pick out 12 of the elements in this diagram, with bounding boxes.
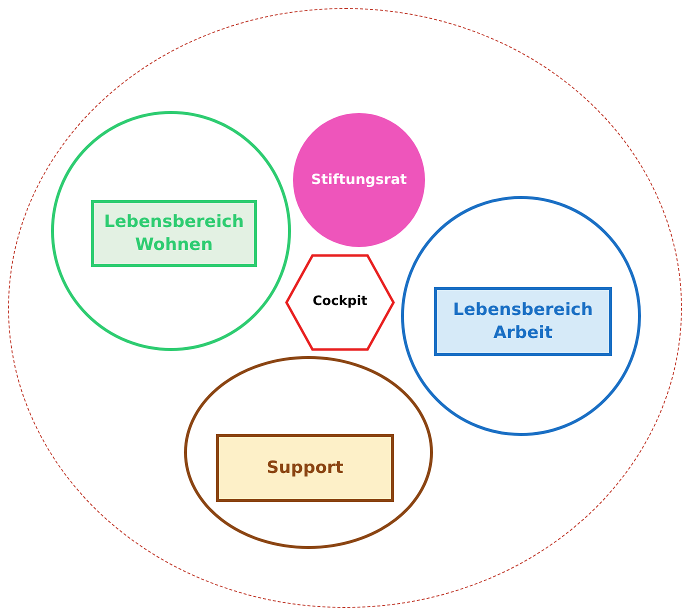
circle-label: Stiftungsrat xyxy=(311,170,407,190)
region-circle xyxy=(401,196,641,436)
label-box xyxy=(434,287,612,356)
dashed-ellipse xyxy=(8,8,682,608)
label-box xyxy=(216,434,394,502)
box-label: Lebensbereich Arbeit xyxy=(452,299,594,344)
box-label: Support xyxy=(266,456,344,480)
box-label: Lebensbereich Wohnen xyxy=(103,211,245,256)
region-circle xyxy=(51,111,291,351)
hexagon-label: Cockpit xyxy=(312,294,368,311)
label-box xyxy=(91,200,257,267)
region-circle xyxy=(184,356,433,549)
